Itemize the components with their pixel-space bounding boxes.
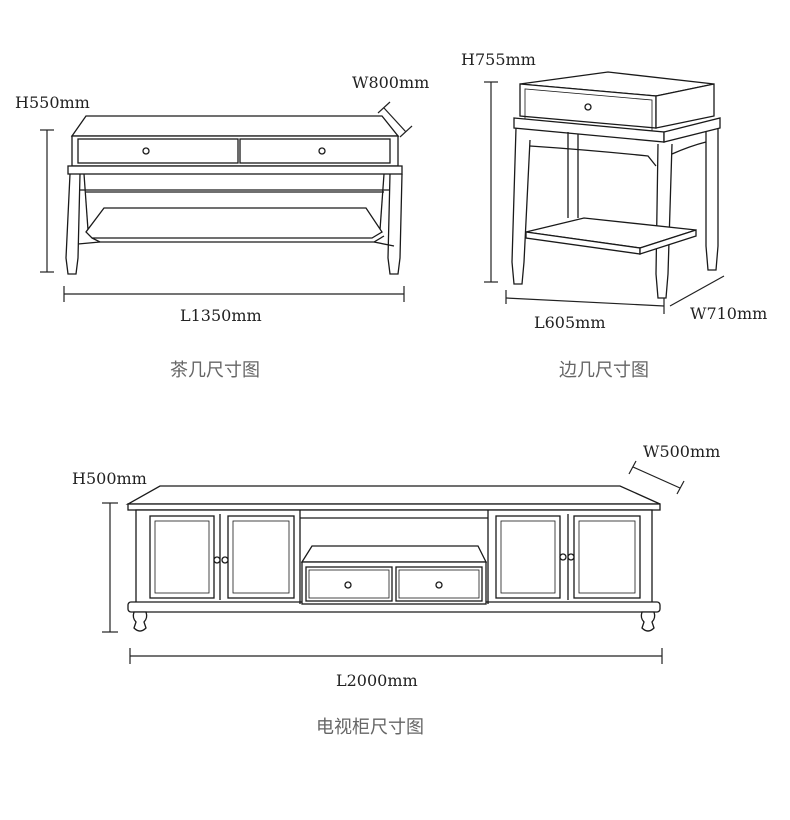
coffee-table-width-label: W800mm (352, 73, 429, 92)
tv-cabinet-height-label: H500mm (72, 469, 147, 488)
drawer-knob-icon (142, 147, 150, 155)
cabinet-foot-right (640, 611, 656, 632)
side-table-caption: 边几尺寸图 (559, 360, 649, 381)
tv-cabinet-drawing (102, 460, 685, 664)
cabinet-door-right-2 (573, 515, 641, 599)
coffee-table-height-label: H550mm (15, 93, 90, 112)
tv-cabinet-width-label: W500mm (643, 442, 720, 461)
cabinet-foot-left (132, 611, 148, 632)
coffee-drawer-right (239, 138, 391, 164)
cabinet-door-left-1 (149, 515, 215, 599)
drawer-knob-icon (318, 147, 326, 155)
coffee-table-length-label: L1350mm (180, 306, 262, 325)
cabinet-door-right-1 (495, 515, 561, 599)
side-table-length-label: L605mm (534, 313, 606, 332)
side-table-height-label: H755mm (461, 50, 536, 69)
drawer-knob-icon (344, 581, 352, 589)
tv-cabinet-caption: 电视柜尺寸图 (316, 717, 424, 738)
drawer-knob-icon (584, 103, 592, 111)
cabinet-door-left-2 (227, 515, 295, 599)
coffee-drawer-left (77, 138, 239, 164)
coffee-table-caption: 茶几尺寸图 (170, 360, 260, 381)
drawer-knob-icon (435, 581, 443, 589)
door-knob-icon (221, 556, 229, 564)
door-knob-icon (567, 553, 575, 561)
door-knob-icon (213, 556, 221, 564)
side-table-width-label: W710mm (690, 304, 767, 323)
tv-cabinet-length-label: L2000mm (336, 671, 418, 690)
door-knob-icon (559, 553, 567, 561)
side-table-drawing (484, 71, 725, 314)
coffee-table-drawing (40, 101, 413, 302)
